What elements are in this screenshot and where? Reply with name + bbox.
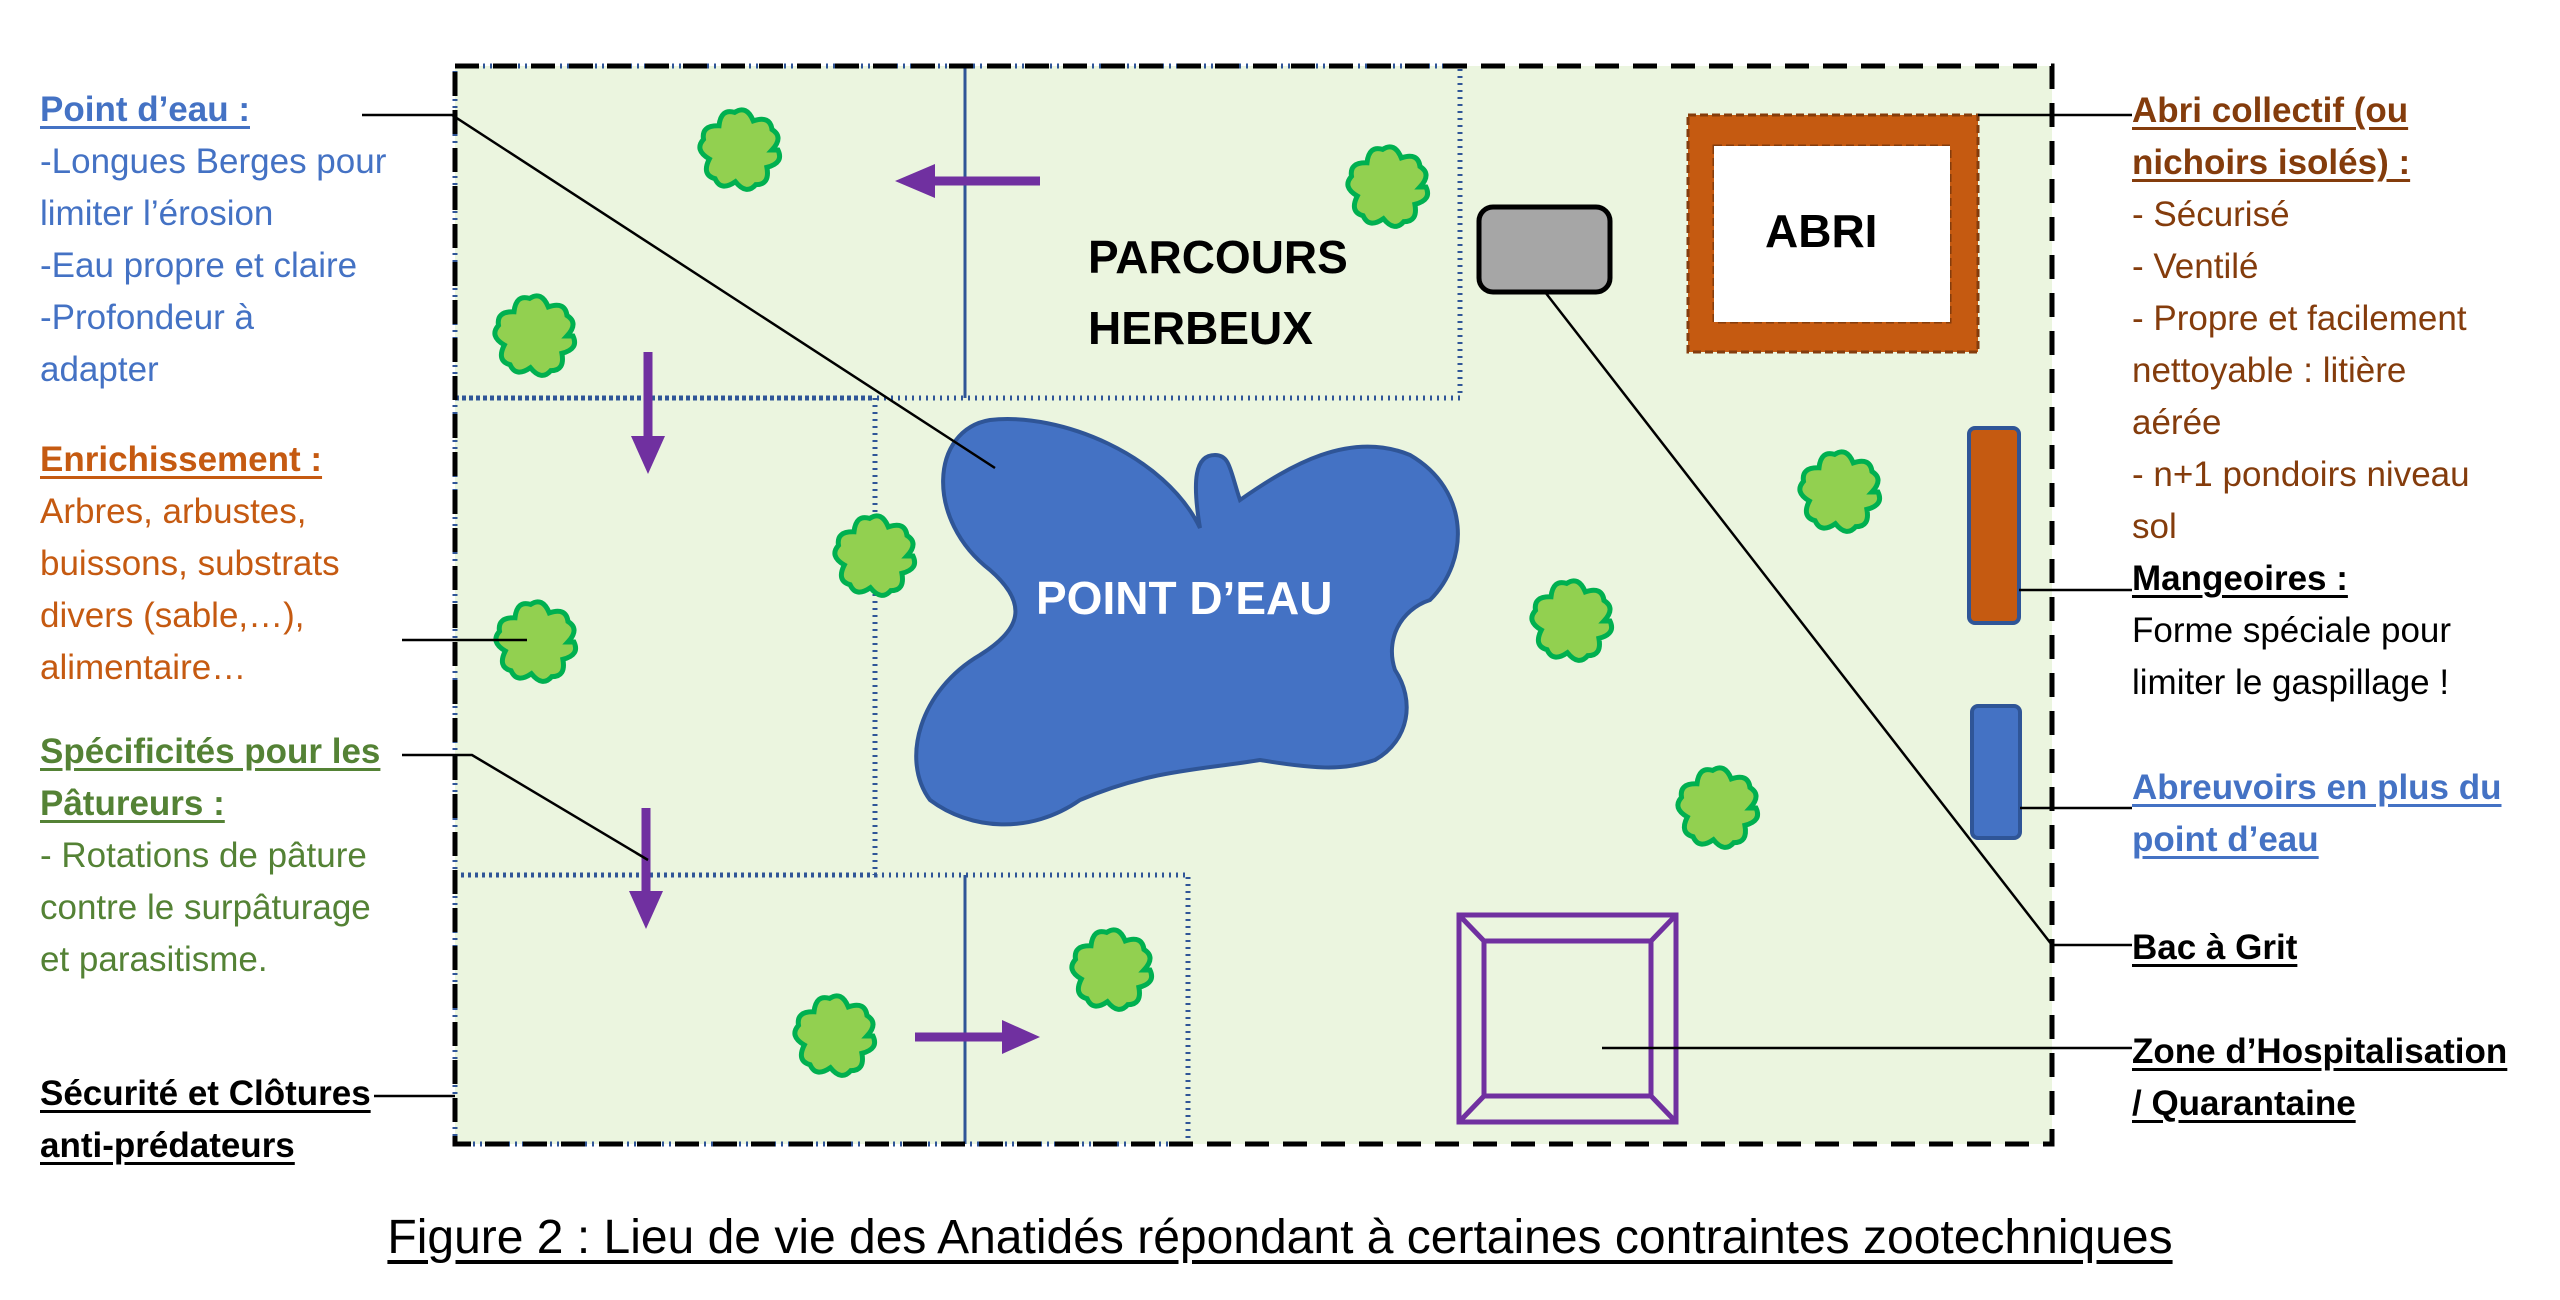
leader-bac-grit bbox=[1544, 291, 2132, 947]
annotation-title: Sécurité et Clôtures bbox=[40, 1074, 371, 1113]
tree-icon bbox=[1345, 144, 1431, 229]
tree-icon bbox=[1069, 927, 1155, 1012]
annotation-enrichissement: Enrichissement : Arbres, arbustes, buiss… bbox=[40, 434, 340, 694]
annotation-title: Mangeoires : bbox=[2132, 559, 2348, 598]
drinker bbox=[1970, 704, 2022, 840]
tree-icon bbox=[792, 993, 878, 1078]
leader-lines bbox=[362, 113, 2132, 1098]
arrow-left bbox=[895, 164, 1040, 198]
annotation-title: / Quarantaine bbox=[2132, 1084, 2356, 1123]
grit-tray bbox=[1476, 204, 1613, 295]
annotation-abri: Abri collectif (ou nichoirs isolés) : - … bbox=[2132, 85, 2470, 553]
annotation-title: point d’eau bbox=[2132, 820, 2319, 859]
abri-label: ABRI bbox=[1765, 205, 1878, 257]
arrow-down-2 bbox=[629, 808, 663, 929]
feeder bbox=[1967, 426, 2021, 625]
leader-point-eau bbox=[362, 113, 996, 470]
tree-icon bbox=[492, 293, 578, 378]
security-fence bbox=[452, 63, 2055, 1147]
annotation-mangeoires: Mangeoires : Forme spéciale pour limiter… bbox=[2132, 553, 2451, 709]
shelter bbox=[1686, 113, 1980, 354]
annotation-point-eau: Point d’eau : -Longues Berges pour limit… bbox=[40, 84, 386, 396]
quarantine-zone bbox=[1456, 912, 1679, 1125]
parcours-label: PARCOURS HERBEUX bbox=[1088, 231, 1348, 354]
tree-icon bbox=[832, 513, 918, 598]
annotation-bac-grit: Bac à Grit bbox=[2132, 922, 2297, 974]
annotation-title: Zone d’Hospitalisation bbox=[2132, 1032, 2508, 1071]
water-pond bbox=[914, 417, 1460, 827]
arrow-down-1 bbox=[631, 352, 665, 474]
figure-caption: Figure 2 : Lieu de vie des Anatidés répo… bbox=[387, 1211, 2173, 1264]
annotation-securite: Sécurité et Clôtures anti-prédateurs bbox=[40, 1068, 371, 1172]
tree-icon bbox=[1529, 578, 1615, 663]
rotation-arrows bbox=[629, 164, 1040, 1054]
annotation-title: Point d’eau : bbox=[40, 90, 250, 129]
annotation-title: Bac à Grit bbox=[2132, 928, 2298, 967]
leader-specificites bbox=[402, 753, 649, 862]
tree-icon bbox=[697, 107, 783, 192]
annotation-title: nichoirs isolés) : bbox=[2132, 143, 2411, 182]
trees bbox=[492, 107, 1883, 1078]
annotation-title: Abri collectif (ou bbox=[2132, 91, 2409, 130]
annotation-title: Abreuvoirs en plus du bbox=[2132, 768, 2502, 807]
annotation-title: anti-prédateurs bbox=[40, 1126, 295, 1165]
point-eau-label: POINT D’EAU bbox=[1036, 572, 1333, 624]
tree-icon bbox=[1797, 449, 1883, 534]
annotation-title: Spécificités pour les bbox=[40, 732, 381, 771]
tree-icon bbox=[1675, 765, 1761, 850]
annotation-zone-hosp: Zone d’Hospitalisation / Quarantaine bbox=[2132, 1026, 2507, 1130]
annotation-specificites: Spécificités pour les Pâtureurs : - Rota… bbox=[40, 726, 380, 986]
annotation-abreuvoirs: Abreuvoirs en plus du point d’eau bbox=[2132, 762, 2502, 866]
annotation-title: Enrichissement : bbox=[40, 440, 323, 479]
annotation-title: Pâtureurs : bbox=[40, 784, 225, 823]
paddock-bottom bbox=[452, 872, 1191, 1147]
arrow-right bbox=[915, 1020, 1040, 1054]
